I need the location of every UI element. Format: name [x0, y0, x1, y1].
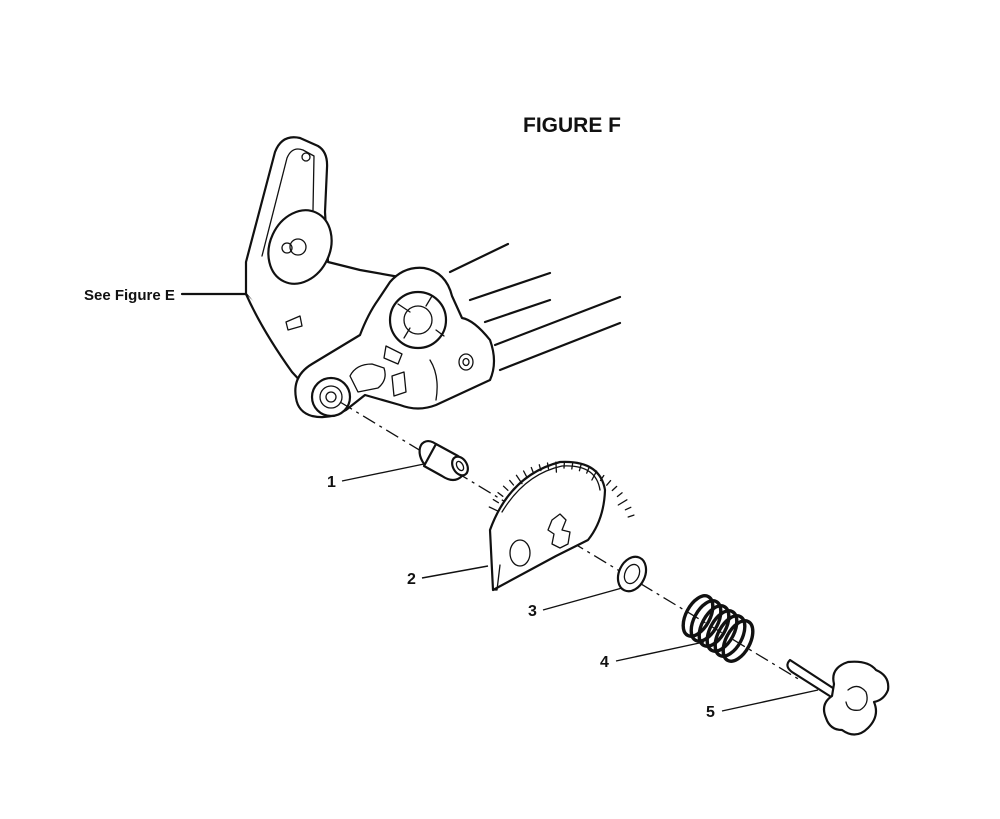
arm-hub-ribs: [397, 295, 445, 339]
scale-tick: [611, 485, 618, 492]
callout-1-leader: [341, 463, 425, 482]
part-5-knob: [786, 658, 890, 736]
cylinder-hole: [458, 353, 474, 371]
scale-plate-keyway: [547, 513, 571, 549]
cylinder-seam: [429, 359, 438, 401]
scale-tick: [546, 462, 550, 470]
scale-tick: [571, 462, 574, 470]
spring-coil: [713, 614, 747, 658]
assembly-axis: [339, 401, 801, 681]
callout-1-number: 1: [327, 474, 336, 491]
spring-coil: [689, 599, 723, 643]
callout-4-leader: [615, 641, 705, 662]
rail-middle-lower: [483, 298, 552, 324]
spring-coil: [705, 609, 739, 653]
base-curve: [244, 293, 331, 387]
part-2-scale-plate: [488, 460, 635, 592]
scale-tick: [606, 479, 612, 486]
callout-3-number: 3: [528, 603, 537, 620]
spring-coil: [697, 604, 731, 648]
bushing-bore: [455, 460, 465, 472]
knob-center: [845, 685, 868, 711]
scale-tick: [492, 498, 500, 504]
upper-boss-hole-small: [281, 242, 293, 254]
scale-tick: [616, 492, 623, 498]
scale-tick: [497, 491, 504, 497]
scale-tick: [555, 461, 558, 473]
scale-tick: [522, 470, 528, 477]
callout-4-number: 4: [600, 654, 609, 671]
upright-plate-inner-edge: [261, 148, 315, 257]
rail-top: [448, 242, 510, 274]
scale-arc: [501, 465, 601, 513]
lower-pivot-boss: [310, 376, 352, 418]
lower-pivot-bore: [319, 385, 343, 409]
upright-pivot-hole: [301, 152, 311, 162]
scale-tick: [578, 464, 582, 472]
arm-slot-1: [349, 363, 386, 393]
upper-boss-hole-large: [289, 238, 307, 256]
figure-title: FIGURE F: [523, 114, 621, 137]
scale-tick: [515, 474, 523, 485]
callout-5-number: 5: [706, 704, 715, 721]
scale-tick: [502, 485, 509, 491]
knob-head: [822, 660, 890, 736]
callout-5-leader: [721, 689, 819, 712]
rail-lower-upper: [493, 295, 622, 347]
scale-tick: [538, 464, 542, 472]
scale-tick: [591, 470, 598, 481]
lower-pivot-center: [325, 391, 337, 403]
scale-tick: [627, 514, 635, 518]
scale-tick: [624, 506, 632, 511]
scale-tick: [599, 474, 605, 482]
scale-plate-hole: [509, 539, 531, 567]
arm-hub-bore: [403, 305, 433, 335]
scale-plate-body: [488, 460, 607, 592]
scale-tick: [530, 466, 535, 474]
part-4-spring: [681, 594, 755, 663]
rail-middle-upper: [468, 271, 552, 302]
scale-tick: [488, 506, 500, 512]
arm-slot-2: [383, 345, 403, 365]
spring-coil: [681, 594, 715, 638]
arm-hub: [388, 290, 448, 350]
callout-3-leader: [542, 587, 623, 611]
base-tab: [285, 315, 303, 331]
scale-tick: [586, 466, 590, 474]
cylinder-hole-inner: [462, 357, 470, 367]
rail-lower-lower: [498, 321, 622, 372]
callout-2-leader: [421, 565, 489, 579]
callout-2-number: 2: [407, 571, 416, 588]
upper-boss: [267, 209, 333, 285]
washer-inner: [623, 563, 641, 585]
part-3-washer: [616, 555, 648, 593]
spring-coil: [721, 619, 755, 663]
arm-slot-3: [391, 371, 407, 397]
scale-tick: [617, 499, 628, 506]
bushing-end: [451, 455, 469, 477]
see-figure-e-label: See Figure E: [84, 287, 175, 304]
bracket-assembly: [244, 136, 622, 419]
washer-outer: [616, 555, 648, 593]
part-1-bushing: [418, 439, 469, 482]
scale-ticks: [488, 461, 635, 518]
scale-tick: [509, 479, 515, 486]
scale-plate-edge: [492, 564, 501, 591]
